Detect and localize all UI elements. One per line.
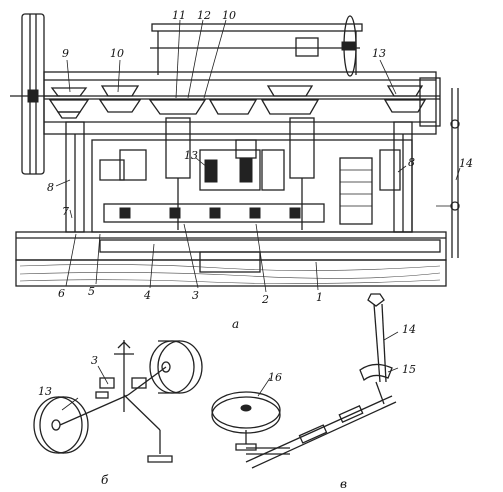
- panel-caption-b: б: [101, 473, 109, 487]
- label-7: 7: [62, 205, 69, 218]
- panel-caption-a: а: [232, 317, 240, 331]
- vertical-spindles: [65, 117, 413, 233]
- label-3: 3: [192, 289, 199, 302]
- base-bed: [15, 231, 447, 261]
- label-v-16: 16: [268, 371, 282, 384]
- leader-lines-a: [55, 19, 461, 293]
- label-9: 9: [62, 47, 69, 60]
- middle-mechanisms: [91, 139, 413, 233]
- label-b-13: 13: [38, 385, 52, 398]
- label-8-left: 8: [47, 181, 54, 194]
- bevel-gears: [48, 85, 427, 119]
- label-2: 2: [262, 293, 269, 306]
- label-6: 6: [58, 287, 65, 300]
- top-frame-bar: [151, 23, 363, 32]
- label-v-15: 15: [402, 363, 416, 376]
- label-12: 12: [197, 9, 211, 22]
- label-5: 5: [88, 285, 95, 298]
- drum-13: [339, 157, 373, 225]
- label-14: 14: [459, 157, 473, 170]
- panel-caption-v: в: [340, 477, 347, 491]
- label-10-left: 10: [110, 47, 124, 60]
- label-11: 11: [172, 9, 186, 22]
- label-1: 1: [316, 291, 323, 304]
- top-coupling: [295, 37, 319, 57]
- label-8-right: 8: [408, 156, 415, 169]
- label-v-14: 14: [402, 323, 416, 336]
- label-10-top: 10: [222, 9, 236, 22]
- wood-board: [15, 259, 447, 287]
- label-13-top: 13: [372, 47, 386, 60]
- label-13-mid: 13: [184, 149, 198, 162]
- panel-v-detail: [211, 293, 399, 469]
- upper-housing: [43, 71, 437, 135]
- label-b-3: 3: [91, 354, 98, 367]
- label-4: 4: [144, 289, 151, 302]
- panel-b-detail: [33, 340, 203, 463]
- panel-a-machine: [10, 13, 460, 287]
